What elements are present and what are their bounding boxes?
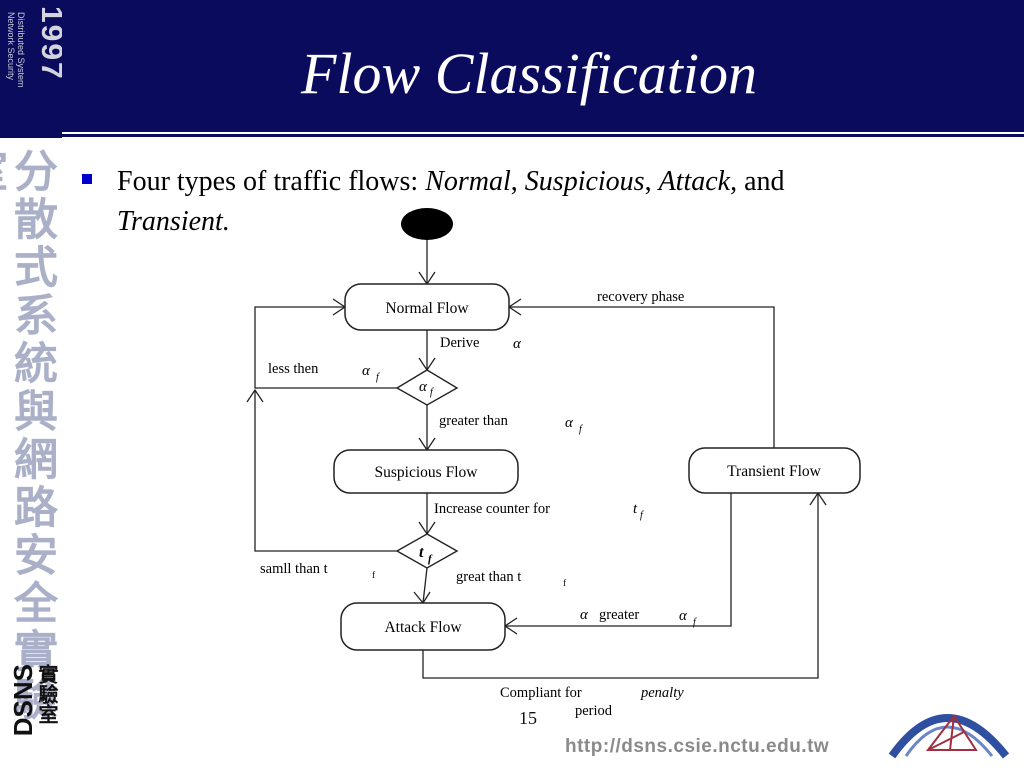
label-recovery-phase: recovery phase (597, 289, 684, 305)
dsns-cjk: 實驗室 (35, 664, 59, 724)
page-number: 15 (519, 708, 537, 728)
label-penalty: penalty (640, 685, 684, 701)
label-period: period (575, 703, 613, 719)
label-small-than-sub: f (372, 570, 376, 581)
start-node (401, 208, 453, 240)
label-alpha-greater-symbol: α (580, 607, 589, 623)
decision-alpha-symbol: α (419, 379, 428, 395)
label-alpha-greater-alpha: α (679, 608, 688, 624)
label-less-then-alpha: α (362, 363, 371, 379)
label-less-then: less then (268, 361, 319, 377)
label-great-than: great than t (456, 569, 521, 585)
slide-title: Flow Classification (301, 41, 757, 106)
label-greater-than-alpha: α (565, 415, 574, 431)
logo-subtitle-line1: Distributed System (16, 12, 26, 88)
node-normal-label: Normal Flow (385, 300, 469, 317)
label-greater-than-alpha-sub: f (579, 424, 583, 435)
node-attack-label: Attack Flow (384, 619, 462, 636)
node-attack-box (340, 602, 506, 651)
bullet-sep3: , and (730, 166, 785, 197)
decision-t-symbol: t (419, 544, 424, 561)
label-increase-counter-t: t (633, 501, 638, 517)
corner-logo-icon (888, 714, 1010, 759)
bullet-text: Four types of traffic flows: Normal, Sus… (117, 162, 977, 242)
node-transient-box (688, 447, 861, 494)
decision-alpha-sub: f (430, 387, 434, 398)
label-increase-counter-t-sub: f (640, 510, 644, 521)
bullet-transient: Transient (117, 206, 223, 237)
node-transient-label: Transient Flow (727, 463, 822, 480)
logo-subtitle-line2: Network Security (6, 12, 16, 81)
bullet-end: . (222, 206, 230, 237)
label-great-than-sub: f (563, 578, 567, 589)
bullet-square-icon (82, 174, 92, 184)
bullet-normal: Normal (425, 166, 511, 197)
bullet-prefix: Four types of traffic flows: (117, 166, 426, 197)
bullet-sep2: , (644, 166, 659, 197)
label-increase-counter: Increase counter for (434, 501, 550, 517)
dsns-logo: DSNS 實驗室 (4, 662, 59, 758)
label-small-than: samll than t (260, 561, 328, 577)
label-greater-than: greater than (439, 413, 509, 429)
bullet-attack: Attack (658, 166, 731, 197)
label-derive: Derive (440, 335, 479, 351)
label-compliant-for: Compliant for (500, 685, 582, 701)
decision-t (395, 533, 459, 569)
bullet-suspicious: Suspicious (524, 166, 645, 197)
decision-alpha (395, 369, 459, 406)
bullet-sep1: , (510, 166, 525, 197)
lab-name-cjk: 分散式系統與網路安全實驗室 (0, 148, 57, 724)
footer-url: http://dsns.csie.nctu.edu.tw (565, 736, 830, 757)
title-bar (62, 0, 1024, 132)
node-normal-box (344, 283, 510, 331)
title-rule (62, 134, 1024, 137)
label-derive-alpha: α (513, 336, 522, 352)
decision-t-sub: f (428, 553, 433, 565)
node-suspicious-box (333, 449, 519, 494)
node-suspicious-label: Suspicious Flow (375, 464, 479, 481)
label-alpha-greater-alpha-sub: f (693, 617, 697, 628)
label-less-then-alpha-sub: f (376, 372, 380, 383)
label-alpha-greater: greater (599, 607, 639, 623)
